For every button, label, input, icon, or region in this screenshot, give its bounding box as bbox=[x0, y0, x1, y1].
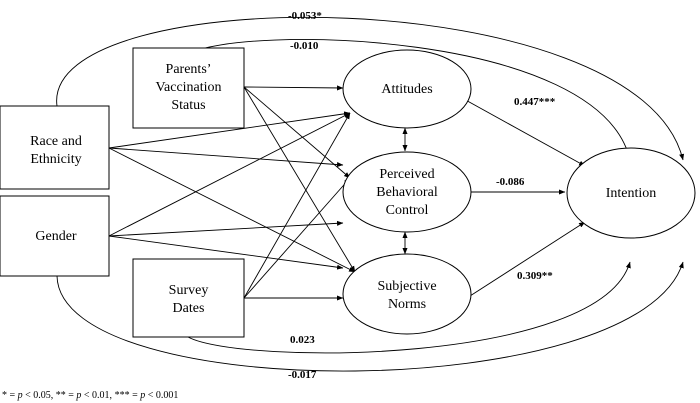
edge-survey-to-intention bbox=[187, 261, 631, 354]
edge-race-to-intention bbox=[56, 16, 685, 161]
svg-text:Subjective: Subjective bbox=[377, 279, 436, 294]
svg-text:Behavioral: Behavioral bbox=[376, 185, 438, 200]
svg-text:Dates: Dates bbox=[173, 301, 205, 316]
node-intention: Intention bbox=[566, 147, 696, 239]
node-attitudes: Attitudes bbox=[342, 49, 472, 129]
node-race-ethnicity: Race and Ethnicity bbox=[0, 105, 110, 190]
node-gender: Gender bbox=[0, 195, 110, 277]
edge-gender-to-intention bbox=[56, 261, 684, 372]
svg-text:Parents’: Parents’ bbox=[166, 62, 212, 77]
svg-text:Race and: Race and bbox=[30, 134, 82, 149]
svg-text:Perceived: Perceived bbox=[379, 167, 434, 182]
svg-text:Control: Control bbox=[386, 203, 429, 218]
svg-text:Status: Status bbox=[171, 98, 205, 113]
edge-parents-to-intention bbox=[187, 39, 632, 161]
coef-parents-to-intention: -0.010 bbox=[290, 40, 319, 52]
coef-norms-to-intention: 0.309** bbox=[517, 270, 553, 282]
svg-text:Gender: Gender bbox=[35, 229, 77, 244]
svg-text:Attitudes: Attitudes bbox=[381, 82, 432, 97]
coef-survey-to-intention: 0.023 bbox=[290, 334, 315, 346]
svg-text:Norms: Norms bbox=[388, 297, 426, 312]
node-subjective-norms: Subjective Norms bbox=[342, 253, 472, 335]
svg-text:Intention: Intention bbox=[606, 186, 657, 201]
node-parents-vaccination: Parents’ Vaccination Status bbox=[132, 47, 245, 129]
coef-pbc-to-intention: -0.086 bbox=[496, 176, 525, 188]
coef-race-to-intention: -0.053* bbox=[288, 10, 322, 22]
node-perceived-behavioral-control: Perceived Behavioral Control bbox=[342, 151, 472, 233]
significance-footnote: * = p < 0.05, ** = p < 0.01, *** = p < 0… bbox=[2, 390, 178, 401]
coef-attitudes-to-intention: 0.447*** bbox=[514, 96, 556, 108]
coef-gender-to-intention: -0.017 bbox=[288, 369, 317, 381]
svg-text:Survey: Survey bbox=[169, 283, 209, 298]
node-survey-dates: Survey Dates bbox=[132, 258, 245, 338]
edge-attitudes-to-intention bbox=[461, 97, 586, 167]
edge-norms-to-intention bbox=[469, 221, 586, 297]
svg-text:Vaccination: Vaccination bbox=[155, 80, 221, 95]
exogenous-to-mediator-edges bbox=[108, 85, 356, 301]
svg-text:Ethnicity: Ethnicity bbox=[30, 152, 81, 167]
